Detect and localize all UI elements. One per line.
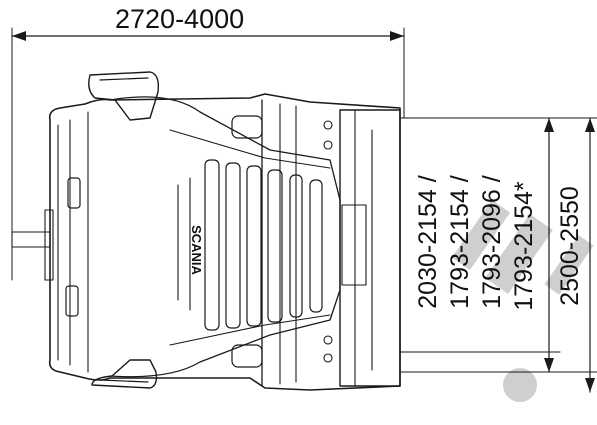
width-dimension: 2720-4000 [11,4,405,281]
track-label-4: 1793-2154* [510,181,538,311]
watermark [451,200,594,402]
track-label-3: 1793-2096 / [478,175,506,309]
width-dimension-label: 2720-4000 [115,4,244,34]
cab-outline: SCANIA [11,71,401,391]
scania-logo-text: SCANIA [189,225,204,275]
track-label-2: 1793-2154 / [446,175,474,309]
track-label-1: 2030-2154 / [414,175,442,309]
overall-width-label: 2500-2550 [556,186,584,306]
track-dimensions [399,117,597,393]
track-labels: 2030-2154 / 1793-2154 / 1793-2096 / 1793… [414,175,584,310]
